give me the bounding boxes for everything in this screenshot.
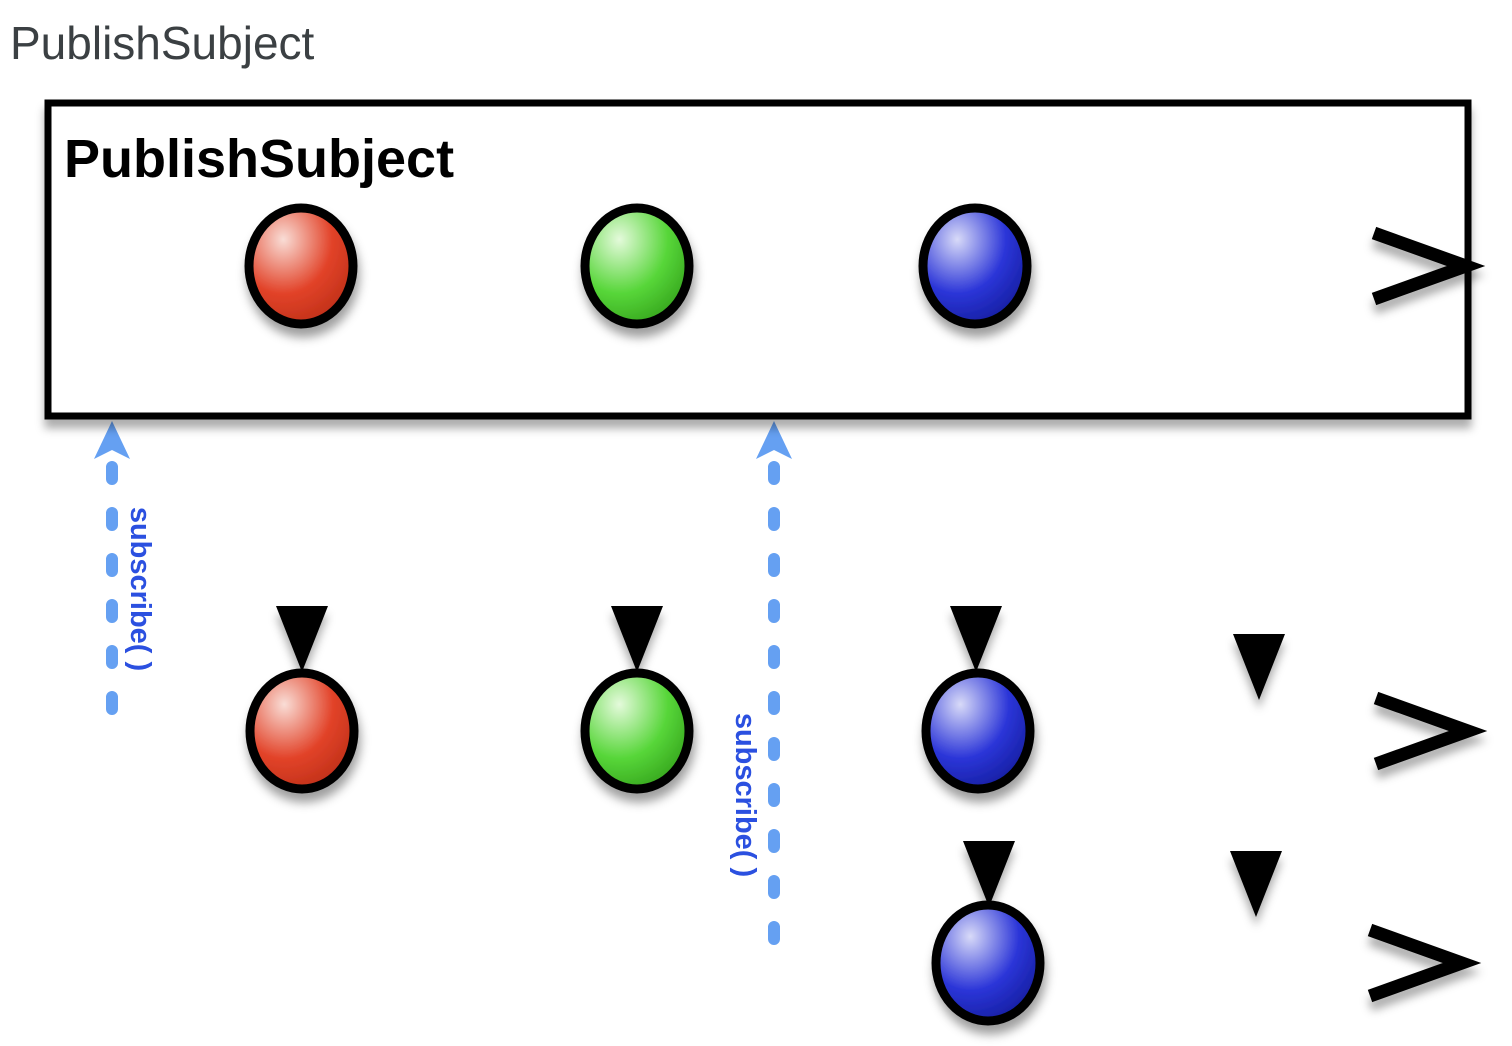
- subscribe-arrowhead-icon: [94, 421, 130, 459]
- emission-arrow: [276, 421, 328, 672]
- subscriber1-timeline: [45, 668, 1488, 794]
- emission-arrowhead-icon: [276, 606, 328, 672]
- emission-arrow: [963, 800, 1015, 907]
- emission-arrowhead-icon: [950, 606, 1002, 672]
- marble-red: [245, 668, 359, 794]
- box-title: PublishSubject: [64, 129, 454, 189]
- marble-blue: [931, 900, 1045, 1026]
- subscribe-arrows: subscribe( ) subscribe( ): [94, 421, 792, 964]
- subscribe-label: subscribe( ): [124, 507, 156, 671]
- emission-arrowhead-icon: [963, 841, 1015, 907]
- emission-arrow: [1233, 421, 1285, 700]
- timeline-arrowhead-icon: [1367, 923, 1482, 1003]
- page-title: PublishSubject: [10, 17, 315, 69]
- source-timeline: [46, 203, 1486, 329]
- emission-arrowhead-icon: [1233, 634, 1285, 700]
- timelines: [45, 203, 1488, 1026]
- emission-arrow: [950, 421, 1002, 672]
- timeline-arrowhead-icon: [1373, 691, 1488, 771]
- subscribe-arrowhead-icon: [756, 421, 792, 459]
- subscribe-label: subscribe( ): [729, 713, 761, 877]
- emission-arrowhead-icon: [1230, 851, 1282, 917]
- emission-arrows: [276, 421, 1285, 917]
- publishsubject-box: PublishSubject: [44, 99, 1472, 420]
- marble-blue: [918, 203, 1032, 329]
- emission-arrow: [611, 421, 663, 672]
- marble-red: [244, 203, 358, 329]
- timeline-arrowhead-icon: [1371, 226, 1486, 306]
- subscriber2-timeline: [722, 900, 1482, 1026]
- subscribe-1: subscribe( ): [94, 421, 156, 743]
- marble-green: [580, 668, 694, 794]
- emission-arrowhead-icon: [611, 606, 663, 672]
- marble-blue: [921, 668, 1035, 794]
- emission-arrow: [1230, 770, 1282, 917]
- subscribe-2: subscribe( ): [729, 421, 792, 964]
- marble-green: [580, 203, 694, 329]
